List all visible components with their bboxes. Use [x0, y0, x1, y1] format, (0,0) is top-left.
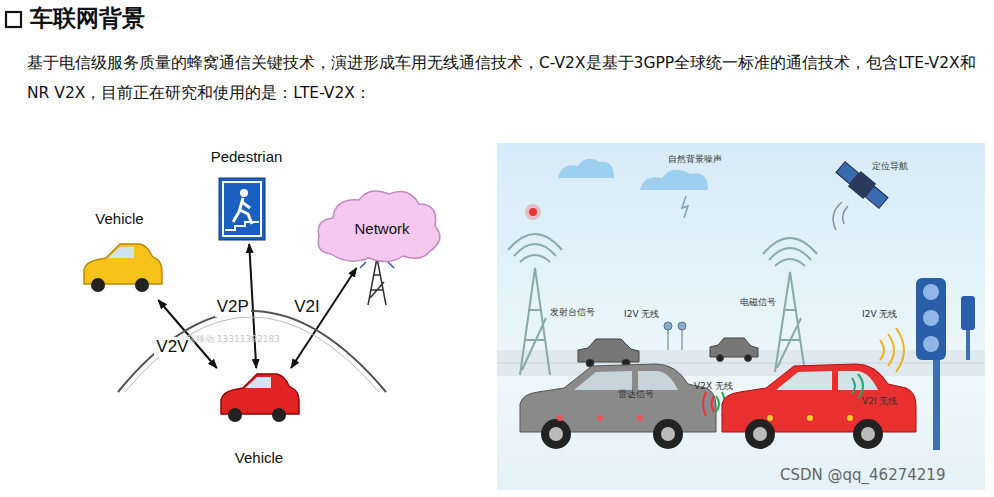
drawing-part	[664, 322, 672, 330]
drawing-part	[6, 12, 21, 27]
edge-label: V2I	[292, 297, 322, 317]
drawing-part	[520, 268, 550, 375]
drawing-part	[653, 419, 683, 449]
callout-label: V2I 无线	[862, 395, 897, 408]
callout-label: V2X 无线	[694, 380, 733, 393]
title: 车联网背景	[30, 3, 145, 34]
drawing-part	[852, 374, 863, 398]
drawing-part	[753, 427, 767, 441]
drawing-part	[668, 330, 669, 350]
car-icon	[84, 244, 162, 292]
drawing-part	[880, 328, 904, 372]
car-body	[221, 374, 299, 414]
drawing-part	[717, 355, 724, 362]
drawing-part	[557, 415, 643, 421]
drawing-part	[682, 330, 683, 350]
drawing-part	[853, 419, 883, 449]
drawing-part	[775, 272, 805, 372]
drawing-part	[847, 415, 853, 421]
callout-label: 发射台信号	[550, 306, 595, 319]
drawing-part	[497, 143, 985, 490]
drawing-part	[767, 415, 773, 421]
node-text: Vehicle	[68, 210, 171, 227]
sign-border	[223, 182, 261, 236]
vehicle-node: Vehicle	[68, 210, 171, 300]
pedestrian-sign	[219, 178, 265, 240]
vehicle-node: Vehicle	[205, 368, 313, 466]
drawing-part	[923, 284, 939, 300]
drawing-part	[525, 204, 541, 220]
drawing-part	[508, 234, 817, 375]
drawing-part	[661, 427, 675, 441]
drawing-part	[961, 296, 975, 330]
drawing-part	[558, 159, 614, 178]
drawing-part	[763, 238, 817, 266]
drawing-part	[574, 371, 678, 390]
drawing-part	[923, 310, 939, 326]
wheel	[91, 278, 105, 292]
drawing-part	[508, 234, 562, 262]
drawing-part	[541, 419, 571, 449]
steps	[225, 222, 259, 230]
drawing-part	[833, 202, 848, 230]
cloud-node: Network	[313, 190, 451, 268]
car-icon	[221, 374, 299, 422]
watermark: 大唐移动 13311392183	[178, 333, 280, 346]
sign-plate	[219, 178, 265, 240]
drawing-part	[578, 338, 758, 367]
watermark: CSDN @qq_46274219	[780, 466, 945, 484]
edge-label: V2P	[215, 297, 251, 317]
drawing-part	[861, 427, 875, 441]
drawing-part	[557, 415, 563, 421]
callout-label: I2V 无线	[862, 308, 897, 321]
wheel	[228, 408, 242, 422]
drawing-part	[923, 336, 939, 352]
car-window	[108, 247, 134, 258]
drawing-part	[549, 427, 563, 441]
drawing-part	[678, 322, 686, 330]
edge-label: V2V	[154, 337, 190, 357]
node-text: Network	[313, 220, 451, 237]
drawing-part	[520, 364, 716, 449]
walker	[233, 198, 252, 224]
drawing-part	[597, 415, 603, 421]
drawing-part	[916, 278, 946, 360]
callout-label: 定位导航	[872, 160, 908, 173]
callout-label: 电磁信号	[740, 296, 776, 309]
drawing-part	[767, 415, 853, 421]
drawing-part	[640, 170, 708, 190]
car-body	[84, 244, 162, 284]
drawing-part	[722, 364, 916, 432]
node-text: Vehicle	[205, 449, 313, 466]
callout-label: 雷达信号	[618, 388, 654, 401]
drawing-part	[848, 171, 876, 199]
drawing-part	[710, 338, 758, 357]
car-window	[245, 377, 271, 388]
drawing-part	[682, 196, 688, 218]
callout-label: I2V 无线	[624, 308, 659, 321]
drawing-part	[497, 363, 985, 364]
wheel	[135, 278, 149, 292]
drawing-part	[578, 339, 639, 362]
head	[240, 189, 248, 197]
node-text: Pedestrian	[195, 148, 298, 165]
pedestrian-node: Pedestrian	[195, 148, 298, 244]
drawing-part	[807, 415, 813, 421]
callout-label: 自然背景噪声	[668, 153, 722, 166]
intro-paragraph: 基于电信级服务质量的蜂窝通信关键技术，演进形成车用无线通信技术，C-V2X是基于…	[27, 48, 985, 108]
drawing-part	[664, 322, 686, 350]
drawing-part	[745, 419, 775, 449]
drawing-part	[368, 258, 386, 305]
wheel	[272, 408, 286, 422]
drawing-part	[637, 415, 643, 421]
drawing-part	[745, 355, 752, 362]
drawing-part	[722, 364, 916, 449]
drawing-part	[703, 392, 714, 416]
